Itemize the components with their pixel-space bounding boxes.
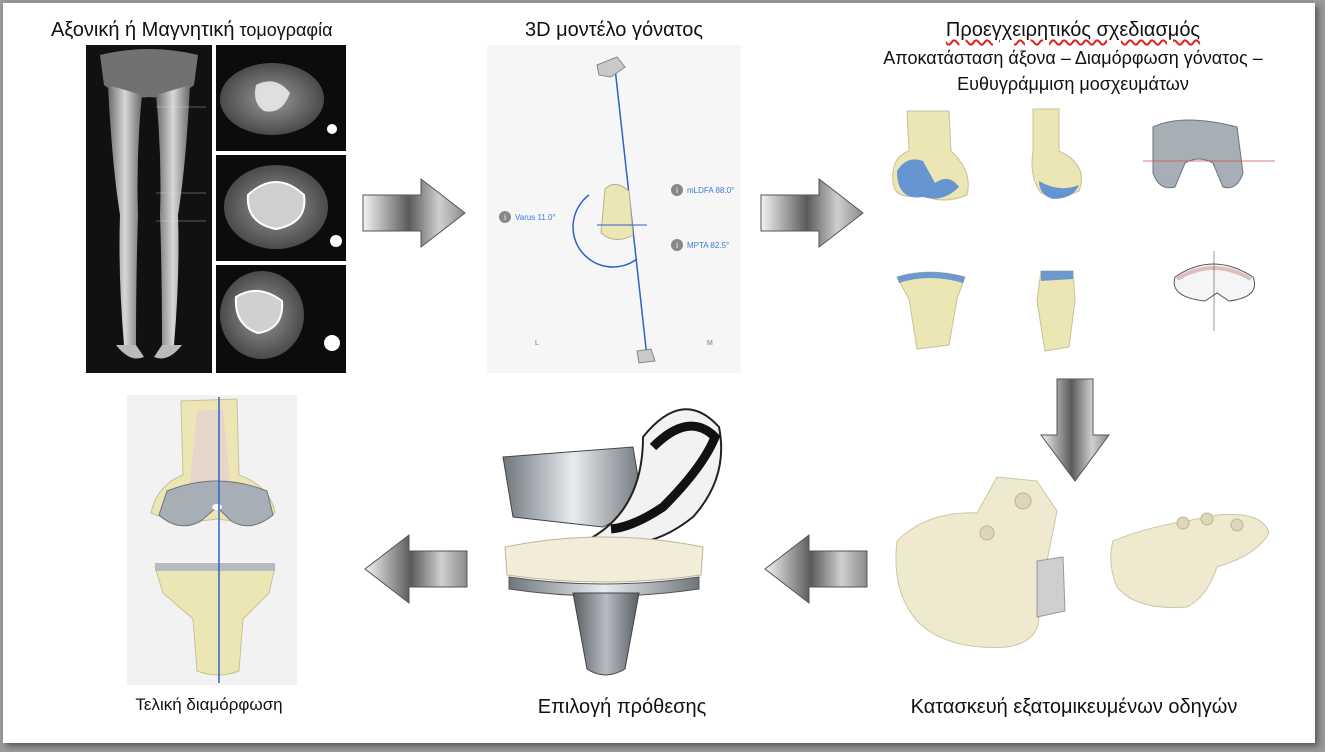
guide-pin-hole-1 xyxy=(1014,492,1032,510)
femoral-head-model xyxy=(596,56,626,78)
prosthesis-panel xyxy=(493,397,729,681)
arrow-model-to-planning xyxy=(760,177,864,249)
model-panel: i Varus 11.0° i mLDFA 88.0° i MPTA 82.5°… xyxy=(487,45,741,373)
femur-side-resection xyxy=(1039,181,1079,199)
arrow-guides-to-prosthesis xyxy=(764,533,868,605)
imaging-title-main: Αξονική ή Μαγνητική xyxy=(51,19,235,41)
guides-title: Κατασκευή εξατομικευμένων οδηγών xyxy=(910,696,1238,718)
ankle-model xyxy=(636,348,656,364)
femur-front-resection xyxy=(897,159,959,199)
info-icon-mpta[interactable] xyxy=(671,239,683,251)
tibial-guide-hole-3 xyxy=(1230,518,1244,532)
femoral-component-condyle xyxy=(590,408,723,545)
ct-knee-bone xyxy=(246,181,306,231)
final-component-notch xyxy=(212,504,222,510)
guide-clip xyxy=(1036,556,1066,618)
planning-models xyxy=(892,108,1275,352)
varus-readout: Varus 11.0° xyxy=(515,213,556,222)
imaging-title: Αξονική ή Μαγνητική τομογραφία xyxy=(51,19,332,42)
xray-background xyxy=(86,45,212,373)
final-tibia xyxy=(154,566,276,676)
xray-measure-lines xyxy=(156,106,206,222)
marker-l: L xyxy=(535,340,539,347)
femoral-component-preview xyxy=(1152,119,1244,189)
ct-marker-2 xyxy=(330,235,342,247)
mpta-readout: MPTA 82.5° xyxy=(687,241,729,250)
info-icon-varus[interactable] xyxy=(499,211,511,223)
final-femoral-component xyxy=(158,480,274,527)
final-knee-image xyxy=(150,397,276,683)
info-icon-varus-glyph: i xyxy=(504,213,506,222)
patient-specific-guides xyxy=(895,476,1270,648)
imaging-scans xyxy=(86,45,346,373)
tibial-guide xyxy=(1110,513,1270,609)
prosthesis-title: Επιλογή πρόθεσης xyxy=(537,696,707,718)
tibial-guide-hole-1 xyxy=(1176,516,1190,530)
ct-hip-bone xyxy=(255,81,290,112)
tray-outline-highlight xyxy=(1175,266,1253,281)
planning-title-text: Προεγχειρητικός σχεδιασμός xyxy=(945,19,1201,41)
guides-panel xyxy=(887,471,1277,671)
tibial-stem xyxy=(572,592,640,676)
xray-pelvis xyxy=(100,49,198,98)
ct-marker-1 xyxy=(327,124,337,134)
xray-left-leg xyxy=(156,85,190,345)
guide-pin-hole-2 xyxy=(979,525,995,541)
final-title: Τελική διαμόρφωση xyxy=(135,695,283,714)
ct-ankle-bone xyxy=(234,290,284,335)
tibia-side-model xyxy=(1036,270,1076,352)
angle-arc xyxy=(572,194,638,268)
knee-prosthesis-image xyxy=(502,408,723,676)
xray-feet xyxy=(116,345,182,359)
planning-subtitle-1: Αποκατάσταση άξονα – Διαμόρφωση γόνατος … xyxy=(883,48,1263,68)
final-panel xyxy=(127,395,297,685)
arrow-planning-to-guides xyxy=(1040,378,1110,482)
tibia-front-model xyxy=(896,271,966,350)
polyethylene-insert xyxy=(504,536,704,583)
planning-subtitle-2: Ευθυγράμμιση μοσχευμάτων xyxy=(957,74,1189,94)
imaging-panel xyxy=(86,45,346,373)
knee-joint-model xyxy=(600,184,634,240)
planning-panel xyxy=(883,101,1303,363)
arrow-imaging-to-model xyxy=(362,177,466,249)
femoral-guide xyxy=(895,476,1058,648)
tibia-front-resection xyxy=(897,272,965,283)
info-icon-mpta-glyph: i xyxy=(676,241,678,250)
xray-right-leg xyxy=(108,85,142,345)
imaging-title-rest: τομογραφία xyxy=(234,20,333,40)
planning-title: Προεγχειρητικός σχεδιασμός xyxy=(946,19,1200,42)
ct-marker-3 xyxy=(324,335,340,351)
tibial-baseplate xyxy=(508,576,700,597)
model-title: 3D μοντέλο γόνατος xyxy=(524,19,704,41)
arrow-prosthesis-to-final xyxy=(364,533,468,605)
tibial-guide-hole-2 xyxy=(1200,512,1214,526)
knee-model-view: i Varus 11.0° i mLDFA 88.0° i MPTA 82.5°… xyxy=(499,56,734,364)
diagram-frame: Αξονική ή Μαγνητική τομογραφία 3D μοντέλ… xyxy=(3,3,1315,743)
mldfa-readout: mLDFA 88.0° xyxy=(687,186,734,195)
condyle-edge-highlight xyxy=(610,421,721,534)
info-icon-mldfa[interactable] xyxy=(671,184,683,196)
marker-m: M xyxy=(707,340,713,347)
final-tibial-plate xyxy=(155,563,275,571)
info-icon-mldfa-glyph: i xyxy=(676,186,678,195)
tibia-side-resection xyxy=(1041,271,1073,281)
